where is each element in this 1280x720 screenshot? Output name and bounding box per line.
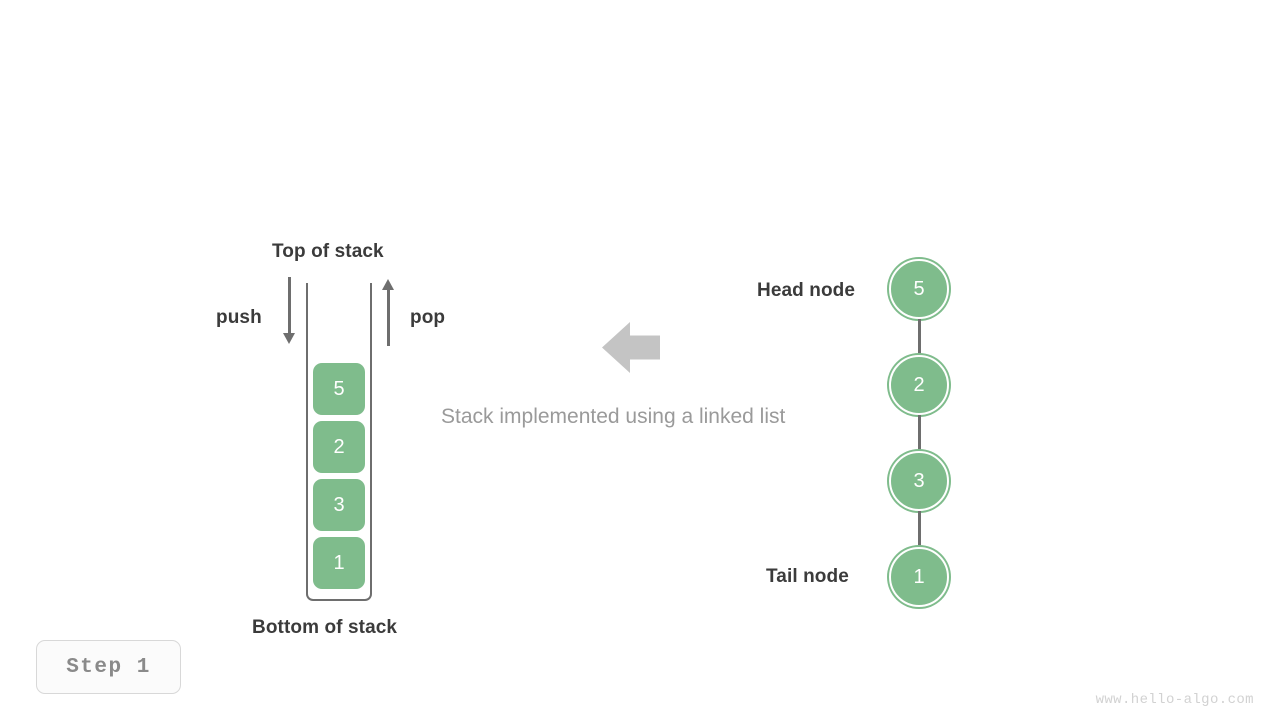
- linked-list-node: 3: [889, 451, 949, 511]
- linked-list-head-label: Head node: [757, 280, 856, 301]
- stack-pop-label: pop: [410, 307, 446, 328]
- linked-list-node: 5: [889, 259, 949, 319]
- stack-cell-list: 5 2 3 1: [313, 363, 365, 589]
- linked-list-link-shaft: [918, 511, 921, 551]
- stack-top-label: Top of stack: [272, 241, 384, 262]
- stack-push-label: push: [216, 307, 262, 328]
- linked-list-node: 1: [889, 547, 949, 607]
- left-arrow-icon: [602, 322, 660, 373]
- linked-list-tail-label: Tail node: [766, 566, 849, 587]
- pop-arrow-head-icon: [382, 279, 394, 290]
- linked-list-link-shaft: [918, 415, 921, 455]
- pop-arrow-shaft: [387, 290, 390, 346]
- stack-cell: 5: [313, 363, 365, 415]
- stack-cell: 3: [313, 479, 365, 531]
- figure-caption: Stack implemented using a linked list: [441, 405, 786, 428]
- stack-bottom-label: Bottom of stack: [252, 617, 398, 638]
- push-arrow-shaft: [288, 277, 291, 335]
- stack-container: [306, 283, 372, 601]
- stack-cell: 2: [313, 421, 365, 473]
- linked-list-link-shaft: [918, 319, 921, 359]
- watermark: www.hello-algo.com: [1095, 692, 1254, 708]
- stack-cell: 1: [313, 537, 365, 589]
- step-badge: Step 1: [36, 640, 181, 694]
- push-arrow-head-icon: [283, 333, 295, 344]
- linked-list-node: 2: [889, 355, 949, 415]
